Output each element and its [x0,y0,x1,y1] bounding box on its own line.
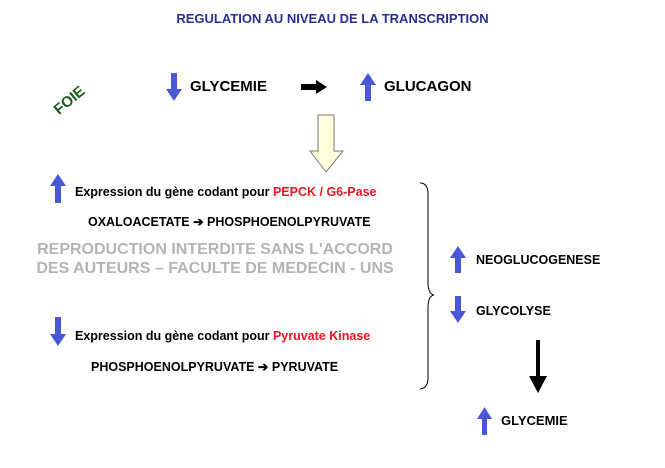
right-brace [419,182,435,390]
enzyme-pyruvate-kinase: Pyruvate Kinase [272,329,371,343]
glycolyse-label: GLYCOLYSE [476,304,551,318]
glucagon-label: GLUCAGON [384,78,472,95]
glycemie-label: GLYCEMIE [190,78,267,95]
watermark: REPRODUCTION INTERDITE SANS L'ACCORD DES… [36,241,394,277]
expression-prefix: Expression du gène codant pour [75,329,273,343]
slide-title: REGULATION AU NIVEAU DE LA TRANSCRIPTION [176,11,489,26]
result-glycemie-label: GLYCEMIE [501,413,568,428]
arrow-up-icon [450,246,466,273]
gene-expression-pepck: Expression du gène codant pour PEPCK / G… [75,185,376,199]
arrow-down-icon [50,317,66,346]
neoglucogenese-label: NEOGLUCOGENESE [476,253,601,267]
organ-label: FOIE [50,82,89,119]
arrow-down-icon [450,296,466,323]
arrow-down-icon [166,73,182,101]
arrow-up-icon [477,407,492,435]
reaction-oxaloacetate: OXALOACETATE ➔ PHOSPHOENOLPYRUVATE [88,215,371,229]
reaction-pep-pyruvate: PHOSPHOENOLPYRUVATE ➔ PYRUVATE [91,360,339,374]
gene-expression-pk: Expression du gène codant pour Pyruvate … [75,329,370,343]
arrow-up-icon [360,73,376,101]
arrow-up-icon [50,174,66,203]
enzyme-pepck-g6pase: PEPCK / G6-Pase [272,185,377,199]
expression-prefix: Expression du gène codant pour [75,185,273,199]
arrow-right-icon [301,80,327,94]
hollow-arrow-down-icon [308,114,345,173]
arrow-down-black-icon [529,340,547,393]
